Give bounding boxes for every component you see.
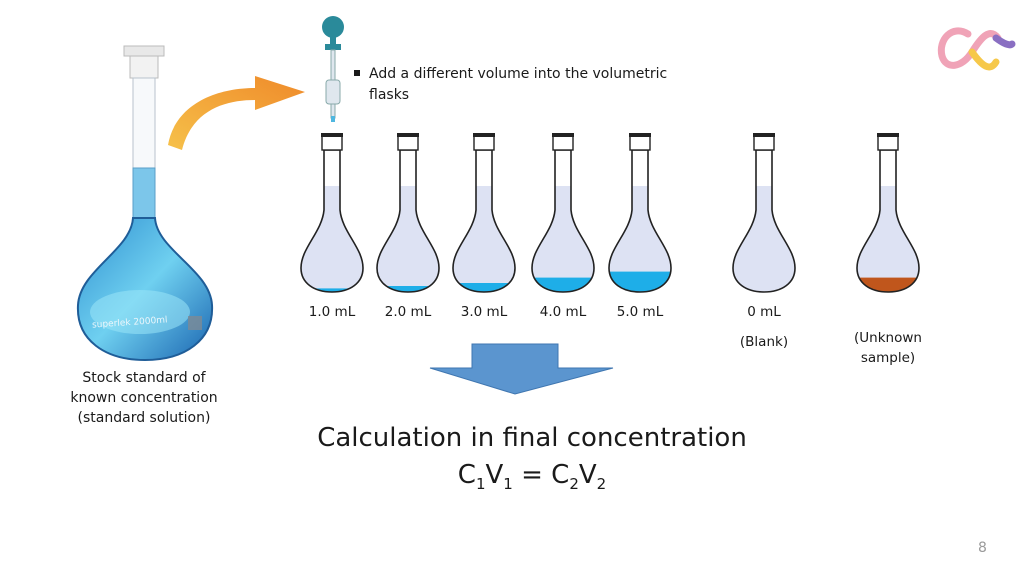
flask-liquid bbox=[532, 277, 594, 292]
flask-7 bbox=[856, 133, 920, 293]
calc-title: Calculation in final concentration bbox=[317, 423, 747, 453]
flask-liquid bbox=[857, 277, 919, 292]
dilution-flasks bbox=[300, 133, 920, 293]
flask-sublabel-7: (Unknown sample) bbox=[854, 330, 922, 366]
down-arrow bbox=[429, 343, 614, 395]
flask-5 bbox=[608, 133, 672, 293]
flask-1 bbox=[300, 133, 364, 293]
flask-4 bbox=[531, 133, 595, 293]
flask-label-1: 1.0 mL bbox=[308, 304, 356, 320]
stock-label: Stock standard of known concentration (s… bbox=[70, 370, 218, 426]
flask-liquid bbox=[301, 288, 363, 292]
flask-6 bbox=[732, 133, 796, 293]
flask-2 bbox=[376, 133, 440, 293]
stock-flask bbox=[76, 45, 214, 362]
bullet-text: Add a different volume into the volumetr… bbox=[352, 64, 689, 106]
flask-liquid bbox=[377, 286, 439, 292]
flask-liquid bbox=[609, 271, 671, 292]
flask-sublabel-6: (Blank) bbox=[739, 334, 789, 350]
bullet-marker bbox=[354, 70, 360, 76]
curved-arrow bbox=[168, 76, 305, 150]
flask-label-3: 3.0 mL bbox=[460, 304, 508, 320]
logo-icon bbox=[937, 27, 1016, 71]
formula: C1V1 = C2V2 bbox=[457, 460, 607, 494]
pipette-icon bbox=[322, 16, 344, 122]
page-number: 8 bbox=[978, 540, 987, 556]
flask-label-5: 5.0 mL bbox=[616, 304, 664, 320]
flask-label-6: 0 mL bbox=[747, 304, 781, 320]
flask-3 bbox=[452, 133, 516, 293]
flask-label-2: 2.0 mL bbox=[384, 304, 432, 320]
flask-label-4: 4.0 mL bbox=[539, 304, 587, 320]
flask-liquid bbox=[453, 283, 515, 292]
